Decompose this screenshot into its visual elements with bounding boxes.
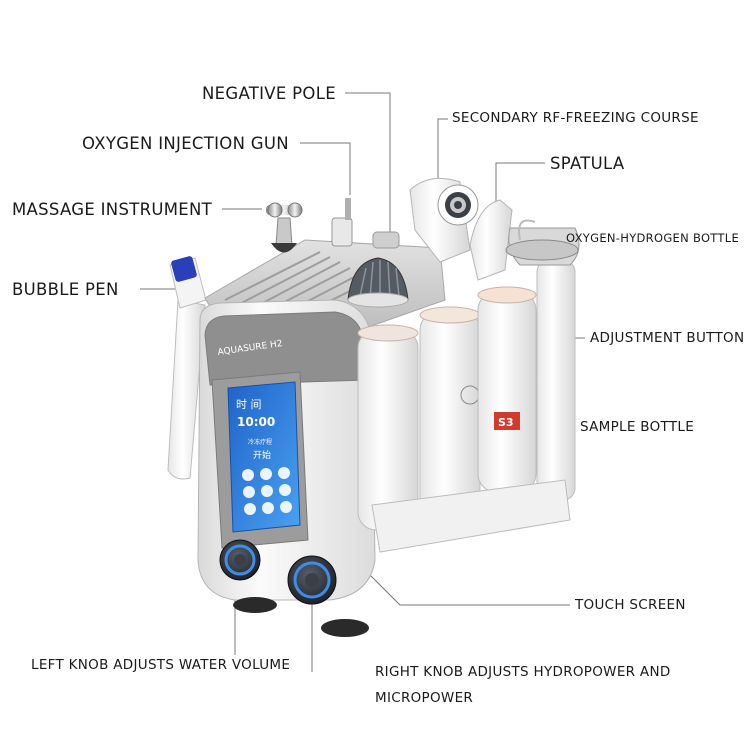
bottle-1 — [357, 324, 419, 531]
label-oxygen-injection-gun: OXYGEN INJECTION GUN — [82, 134, 289, 153]
leader-negative-pole — [345, 92, 391, 232]
adjustment-dome — [347, 257, 409, 308]
label-left-knob: LEFT KNOB ADJUSTS WATER VOLUME — [31, 657, 291, 673]
left-knob[interactable] — [219, 539, 261, 581]
screen-mode-label: 冷冻疗程 — [248, 438, 272, 446]
label-right-knob-line1: RIGHT KNOB ADJUSTS HYDROPOWER AND — [375, 664, 671, 680]
label-oxygen-hydrogen-bottle: OXYGEN-HYDROGEN BOTTLE — [566, 231, 740, 245]
rf-freezing-handle — [409, 177, 479, 263]
screen-start-label: 开始 — [253, 449, 271, 461]
bubble-pen-handpiece — [167, 256, 207, 480]
screen-icon-grid — [242, 467, 292, 515]
label-touch-screen: TOUCH SCREEN — [575, 597, 686, 613]
oxygen-injection-gun — [331, 198, 353, 247]
leader-secondary-rf — [437, 118, 448, 180]
leader-spatula — [495, 162, 545, 205]
bottle-2 — [419, 306, 481, 518]
leader-oxygen-gun — [300, 142, 351, 195]
label-bubble-pen: BUBBLE PEN — [12, 280, 119, 299]
negative-pole — [372, 231, 400, 249]
bottle-tray — [371, 479, 571, 553]
label-spatula: SPATULA — [550, 154, 625, 173]
label-adjustment-button: ADJUSTMENT BUTTON — [590, 330, 745, 346]
label-secondary-rf: SECONDARY RF-FREEZING COURSE — [452, 110, 699, 126]
oxygen-hydrogen-bottle — [505, 219, 580, 501]
sample-bottle-tag: S3 — [498, 416, 514, 429]
right-knob[interactable] — [287, 555, 337, 605]
device-body: AQUASURE H2 时 间 10:00 冷冻疗程 开始 — [197, 239, 446, 637]
label-massage-instrument: MASSAGE INSTRUMENT — [12, 200, 213, 219]
massage-instrument — [266, 202, 303, 253]
sample-bottle: S3 — [477, 286, 537, 493]
foot-right — [321, 619, 369, 637]
screen-time-label: 时 间 — [236, 398, 262, 411]
label-right-knob-line2: MICROPOWER — [375, 690, 474, 706]
screen-time-value: 10:00 — [237, 415, 275, 429]
label-negative-pole: NEGATIVE POLE — [202, 84, 336, 103]
foot-left — [233, 597, 277, 613]
label-sample-bottle: SAMPLE BOTTLE — [580, 419, 695, 435]
